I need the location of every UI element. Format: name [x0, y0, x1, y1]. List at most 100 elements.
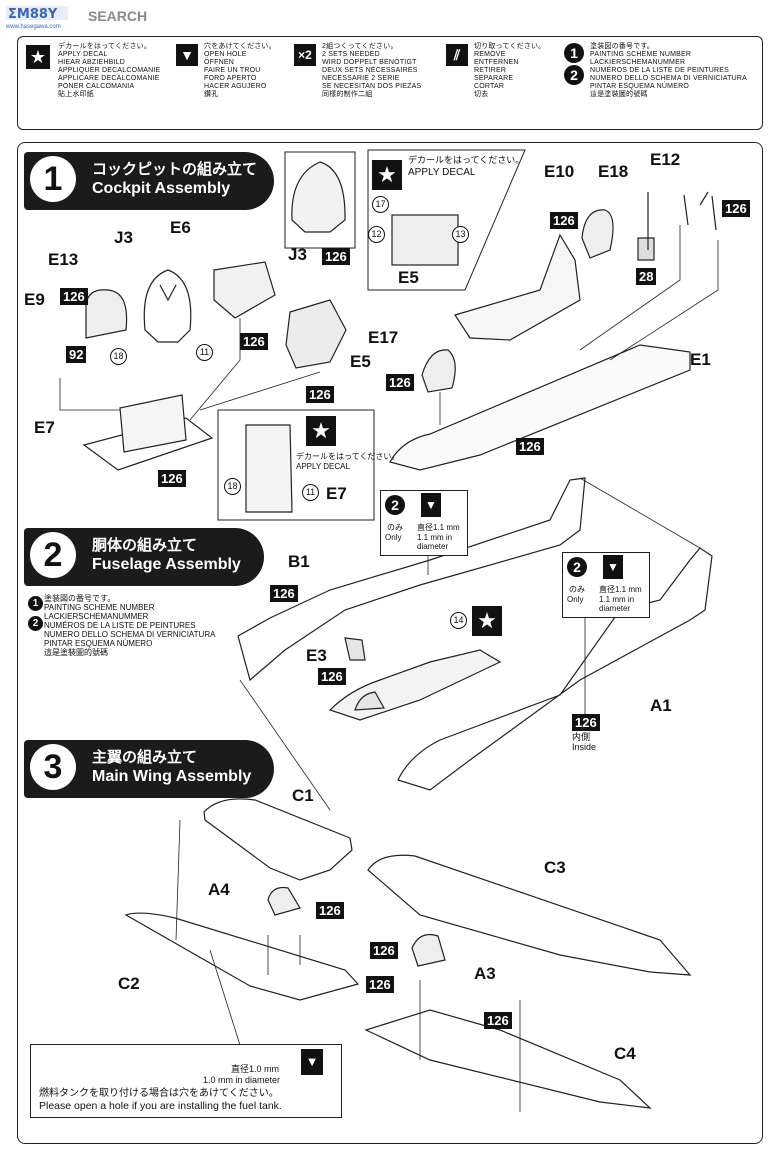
- step-number: 3: [30, 744, 76, 790]
- part-label-e3: E3: [306, 646, 327, 665]
- part-label-e18: E18: [598, 162, 629, 181]
- step-number: 1: [30, 156, 76, 202]
- color-126: 126: [386, 374, 414, 391]
- part-label-e1: E1: [690, 350, 711, 369]
- decal-callout-13: 13: [452, 226, 469, 243]
- scheme-2-hole-note: 2 ▼ のみ Only 直径1.1 mm 1.1 mm in diameter: [562, 552, 650, 618]
- part-label-e10: E10: [544, 162, 575, 181]
- decal-instruction-jp: デカールをはってください。: [296, 452, 400, 461]
- color-126: 126: [158, 470, 186, 487]
- step-2-header: 2 胴体の組み立て Fuselage Assembly: [24, 528, 264, 586]
- part-label-e17: E17: [368, 328, 399, 347]
- drill-icon: ▼: [176, 44, 198, 66]
- scheme-number-icons: 1 2: [564, 43, 584, 85]
- hole-size-en: 1.0 mm in diameter: [203, 1075, 281, 1085]
- step-title-jp: 胴体の組み立て: [92, 537, 198, 554]
- color-126: 126: [306, 386, 334, 403]
- color-126: 126: [550, 212, 578, 229]
- fuel-tank-hole-note: ▼ 直径1.0 mm 1.0 mm in diameter 燃料タンクを取り付け…: [30, 1044, 342, 1118]
- inside-en: Inside: [572, 742, 597, 752]
- decal-callout-18: 18: [224, 478, 241, 495]
- hole-size-jp: 直径1.1 mm: [417, 523, 460, 532]
- hole-size-en: 1.1 mm in: [417, 533, 453, 542]
- step-title-en: Fuselage Assembly: [92, 556, 241, 573]
- scheme-icon-2: 2: [385, 495, 405, 515]
- decal-callout-11: 11: [302, 484, 319, 501]
- color-126: 126: [722, 200, 750, 217]
- color-92: 92: [66, 346, 87, 363]
- part-label-e6: E6: [170, 218, 191, 237]
- part-label-e9: E9: [24, 290, 45, 309]
- part-label-e5: E5: [350, 352, 371, 371]
- drill-icon: ▼: [603, 555, 623, 579]
- decal-callout-17: 17: [372, 196, 389, 213]
- drill-icon: ▼: [301, 1049, 323, 1075]
- scheme-icon-2: 2: [567, 557, 587, 577]
- part-label-a4: A4: [208, 880, 230, 899]
- decal-instruction-jp: デカールをはってください。: [408, 155, 525, 165]
- hole-size-en-2: diameter: [599, 604, 631, 613]
- hole-size-jp: 直径1.0 mm: [231, 1064, 280, 1074]
- color-28: 28: [636, 268, 657, 285]
- hole-size-en: 1.1 mm in: [599, 595, 635, 604]
- only-en: Only: [385, 533, 402, 542]
- step-title-jp: コックピットの組み立て: [92, 161, 258, 178]
- step-title-en: Main Wing Assembly: [92, 768, 252, 785]
- color-126: 126: [572, 714, 600, 731]
- color-126: 126: [322, 248, 350, 265]
- part-label-c4: C4: [614, 1044, 636, 1063]
- step-1-header: 1 コックピットの組み立て Cockpit Assembly: [24, 152, 274, 210]
- decal-callout-14: 14: [450, 612, 467, 629]
- logo-graphic: ΣΜ88Υ: [6, 6, 68, 22]
- part-label-j3-inset: J3: [288, 245, 307, 264]
- color-126: 126: [484, 1012, 512, 1029]
- scheme-legend: 塗装図の番号です。 PAINTING SCHEME NUMBER LACKIER…: [44, 594, 216, 657]
- scheme-2-hole-note: 2 ▼ のみ Only 直径1.1 mm 1.1 mm in diameter: [380, 490, 468, 556]
- decal-instruction-en: APPLY DECAL: [408, 167, 476, 178]
- fuel-tank-instruction-jp: 燃料タンクを取り付ける場合は穴をあけてください。: [39, 1088, 279, 1099]
- color-126: 126: [270, 585, 298, 602]
- watermark-text: SEARCH: [88, 8, 148, 24]
- instruction-panel: [17, 142, 763, 1144]
- decal-star-icon: ★: [306, 416, 336, 446]
- part-label-a3: A3: [474, 964, 496, 983]
- only-jp: のみ: [387, 523, 403, 532]
- watermark-url: www.hasegawa.com: [6, 24, 61, 30]
- decal-instruction-en: APPLY DECAL: [296, 462, 350, 471]
- inside-jp: 内側: [572, 732, 591, 742]
- two-sets-icon: ×2: [294, 44, 316, 66]
- part-label-j3: J3: [114, 228, 133, 247]
- decal-star-icon: ★: [26, 45, 50, 69]
- part-label-e7-inset: E7: [326, 484, 347, 503]
- part-label-e12: E12: [650, 150, 681, 169]
- color-126: 126: [370, 942, 398, 959]
- color-126: 126: [316, 902, 344, 919]
- hole-size-en-2: diameter: [417, 542, 449, 551]
- step-number: 2: [30, 532, 76, 578]
- part-label-c2: C2: [118, 974, 140, 993]
- cut-icon: ⫽: [446, 44, 468, 66]
- color-126: 126: [240, 333, 268, 350]
- only-jp: のみ: [569, 585, 585, 594]
- scheme-icon-2: 2: [28, 616, 43, 631]
- part-label-e13: E13: [48, 250, 79, 269]
- drill-icon: ▼: [421, 493, 441, 517]
- decal-callout-18: 18: [110, 348, 127, 365]
- decal-callout-11: 11: [196, 344, 213, 361]
- color-126: 126: [60, 288, 88, 305]
- part-label-e5-inset: E5: [398, 268, 419, 287]
- step-title-en: Cockpit Assembly: [92, 180, 231, 197]
- color-126: 126: [366, 976, 394, 993]
- fuel-tank-instruction-en: Please open a hole if you are installing…: [39, 1100, 282, 1112]
- scheme-icon-1: 1: [28, 596, 43, 611]
- svg-text:ΣΜ88Υ: ΣΜ88Υ: [8, 7, 58, 22]
- decal-callout-12: 12: [368, 226, 385, 243]
- decal-star-icon: ★: [372, 160, 402, 190]
- part-label-b1: B1: [288, 552, 310, 571]
